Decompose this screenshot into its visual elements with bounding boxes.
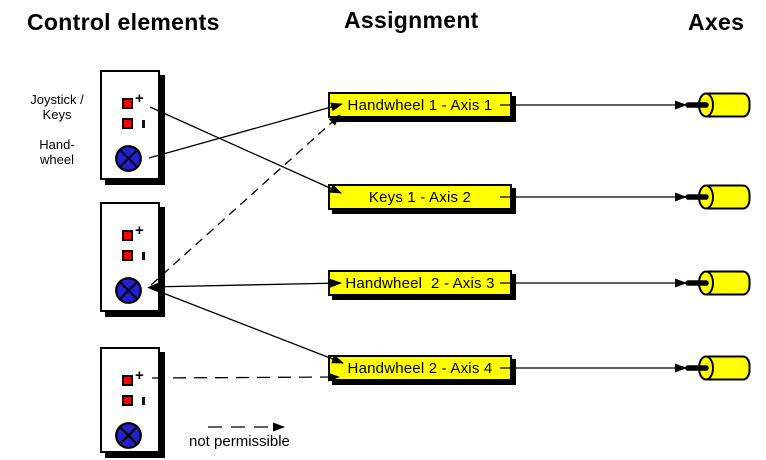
assignment-label: Handwheel 2 - Axis 3 [345,274,495,292]
control-element-box-2: + [100,202,160,312]
plus-key-label: + [135,367,144,384]
label-handwheel: Hand- wheel [17,137,97,167]
axis-cylinder-3 [685,270,751,296]
minus-key-label [142,252,145,260]
header-axes: Axes [688,9,745,35]
connection-keys1-to-axis2-line [149,106,342,194]
legend-not-permissible-label: not permissible [189,433,290,450]
axis-cylinder-1 [685,92,751,118]
connection-keys3-to-axis4-dashed-line [151,372,340,382]
plus-key-label: + [135,222,144,239]
plus-key-icon [122,230,133,241]
handwheel-icon [115,422,142,449]
handwheel-icon [115,145,142,172]
plus-key-icon [122,98,133,109]
connection-handwheel2-to-axis4-line [149,287,344,364]
minus-key-icon [122,250,133,261]
minus-key-label [142,120,145,128]
label-joystick-line1: Joystick / [30,92,84,107]
assignment-box-handwheel1-axis1: Handwheel 1 - Axis 1 [328,92,512,118]
assignment-label: Handwheel 2 - Axis 4 [347,359,493,377]
connection-handwheel2-to-axis3-line [149,278,342,288]
assignment-box-handwheel2-axis4: Handwheel 2 - Axis 4 [328,355,512,381]
plus-key-label: + [135,90,144,107]
assignment-box-handwheel2-axis3: Handwheel 2 - Axis 3 [328,270,512,296]
control-element-box-3: + [100,347,160,453]
minus-key-icon [122,395,133,406]
connection-handwheel2-to-axis1-dashed-line [150,114,341,286]
minus-key-icon [122,118,133,129]
control-element-box-1: + [100,70,160,180]
axis-cylinder-2 [685,184,751,210]
label-joystick-keys: Joystick / Keys [17,92,97,122]
assignment-box-keys1-axis2: Keys 1 - Axis 2 [328,184,512,210]
label-handwheel-line1: Hand- [39,137,75,152]
label-handwheel-line2: wheel [40,152,74,167]
header-assignment: Assignment [344,7,479,33]
assignment-label: Keys 1 - Axis 2 [368,188,472,206]
header-control-elements: Control elements [27,9,220,35]
label-joystick-line2: Keys [42,107,72,122]
minus-key-label [142,397,145,405]
axis-cylinder-4 [685,355,751,381]
assignment-label: Handwheel 1 - Axis 1 [347,96,493,114]
connection-handwheel1-to-axis1-line [148,102,343,159]
handwheel-icon [115,277,142,304]
plus-key-icon [122,375,133,386]
